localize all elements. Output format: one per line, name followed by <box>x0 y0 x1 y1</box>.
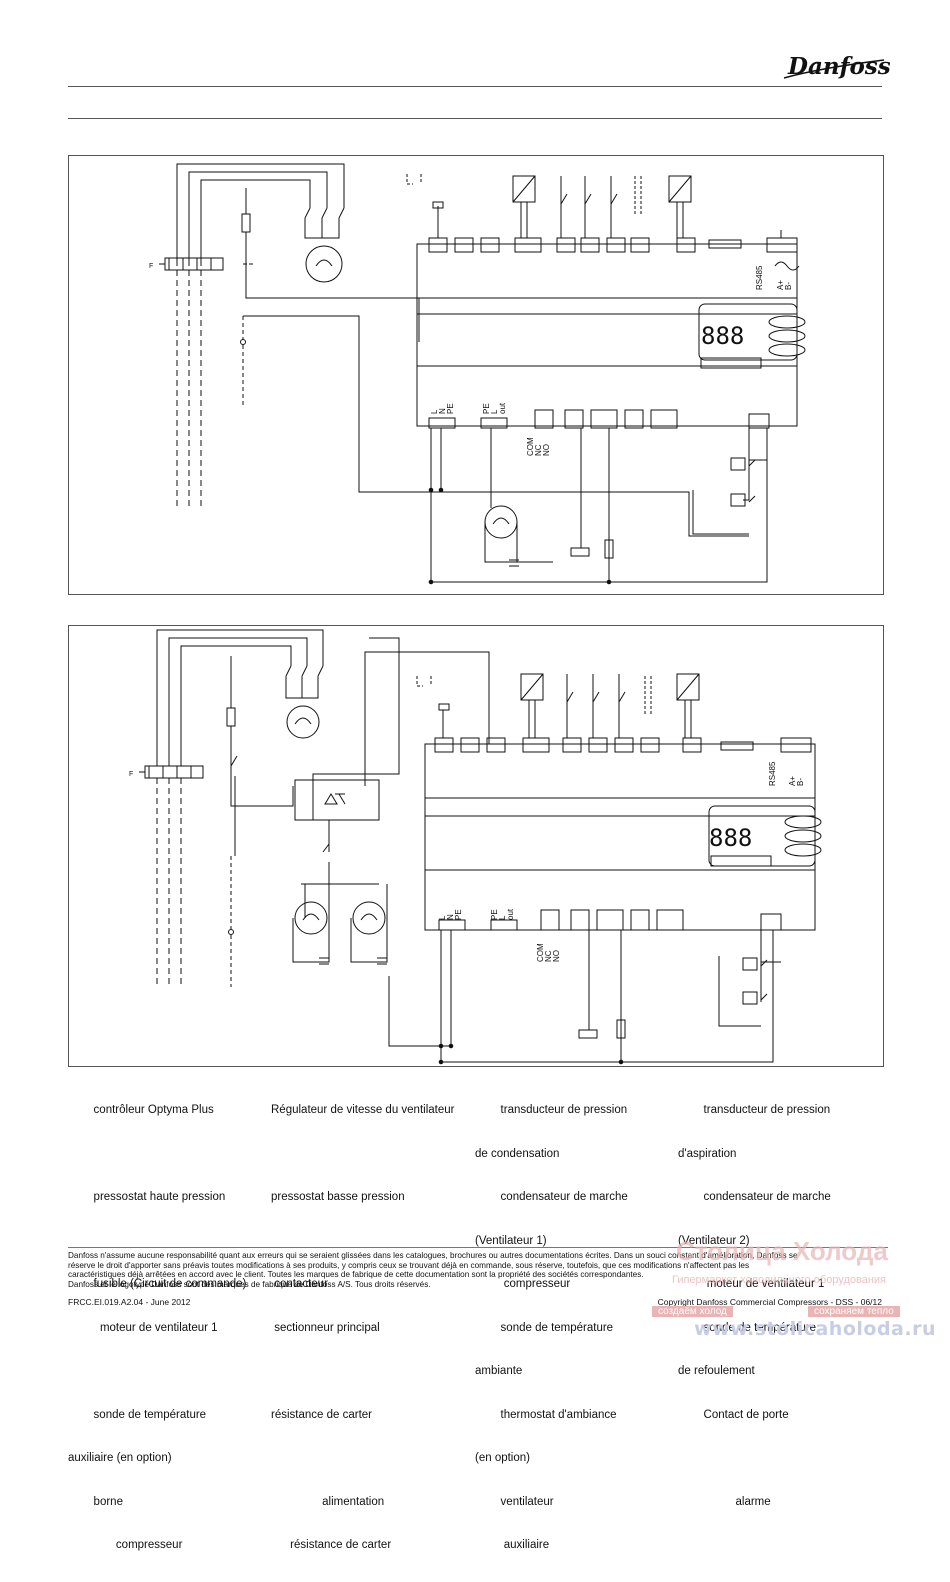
legend-item: (Ventilateur 2) <box>678 1234 750 1247</box>
no-label-1: NO <box>542 444 551 456</box>
rs485-label-2: RS485 <box>768 761 777 786</box>
nc-label-2: NC <box>544 950 553 962</box>
legend-item: ambiante <box>475 1365 523 1377</box>
legend-item <box>271 1451 454 1466</box>
out-label-1: out <box>498 402 507 414</box>
danfoss-logo: Danfoss <box>783 53 890 80</box>
legend-col-1: contrôleur Optyma Plus pressostat haute … <box>68 1074 246 1582</box>
watermark-slogan-right: сохраняем тепло <box>808 1306 900 1317</box>
legend-item: moteur de ventilateur 1 <box>68 1321 218 1334</box>
legend-item: d'aspiration <box>678 1147 737 1160</box>
watermark-tagline: Гипермаркет холодильного оборудования <box>672 1274 886 1286</box>
logo-text: Danfoss <box>787 53 890 80</box>
legend-item: Contact de porte <box>678 1408 789 1421</box>
a-plus-label-1: A+ <box>776 280 785 290</box>
svg-text:F: F <box>129 771 133 778</box>
legend-item: contacteur <box>271 1278 328 1290</box>
legend-item: de refoulement <box>678 1365 755 1377</box>
legend-item: sonde de température <box>68 1408 207 1421</box>
legend-item: résistance de carter <box>271 1539 392 1551</box>
diagram-1-svg: F 888 RS485 A+ B- L N PE PE L out COM NC… <box>149 163 806 585</box>
legend-item: condensateur de marche <box>678 1191 831 1203</box>
svg-text:888: 888 <box>701 322 744 350</box>
l-label-1: L <box>430 409 439 414</box>
legend-item: sonde de température <box>475 1321 614 1334</box>
legend-item <box>271 1364 454 1379</box>
legend-item <box>68 1147 246 1162</box>
legend-item <box>68 1364 246 1379</box>
legend-col-3: transducteur de pression de condensation… <box>475 1074 628 1582</box>
legend-item: auxiliaire (en option) <box>68 1452 172 1464</box>
legend-item: alimentation <box>271 1495 385 1508</box>
legend-item: condensateur de marche <box>475 1191 628 1203</box>
pe2-label-2: PE <box>490 909 499 920</box>
wiring-diagram-2: F 888 RS485 A+ B- L N PE PE L out <box>68 625 884 1067</box>
legend-item <box>678 1538 831 1553</box>
legend-item: borne <box>68 1495 123 1508</box>
legend-item: thermostat d'ambiance <box>475 1408 617 1421</box>
legend-item: moteur de ventilateur 1 <box>678 1278 825 1290</box>
b-minus-label-2: B- <box>796 778 805 786</box>
legend-item: sonde de température <box>678 1321 817 1334</box>
wiring-diagram-1: F 888 RS485 A+ B- L N PE PE L out COM NC… <box>68 155 884 595</box>
disclaimer-line: Danfoss et le logotype Danfoss sont des … <box>68 1279 431 1289</box>
copyright: Copyright Danfoss Commercial Compressors… <box>657 1297 882 1307</box>
l-label-2: L <box>438 915 447 920</box>
disclaimer-line: Danfoss n'assume aucune responsabilité q… <box>68 1251 798 1260</box>
legend-item: résistance de carter <box>271 1408 372 1421</box>
legend-item <box>678 1451 831 1466</box>
nc-label-1: NC <box>534 444 543 456</box>
disclaimer-line: caractéristiques déjà arrêtées en accord… <box>68 1270 644 1280</box>
out-label-2: out <box>506 908 515 920</box>
legend: contrôleur Optyma Plus pressostat haute … <box>68 1074 882 1551</box>
n-label-1: N <box>438 408 447 414</box>
pe2-label-1: PE <box>482 403 491 414</box>
legend-item <box>271 1147 454 1162</box>
legend-item: transducteur de pression <box>475 1104 628 1116</box>
a-plus-label-2: A+ <box>788 776 797 786</box>
disclaimer: Danfoss n'assume aucune responsabilité q… <box>68 1247 888 1289</box>
b-minus-label-1: B- <box>784 282 793 290</box>
watermark-brand: Столица Холода <box>676 1236 888 1266</box>
no-label-2: NO <box>552 950 561 962</box>
pe-label-1: PE <box>446 403 455 414</box>
legend-item: auxiliaire <box>475 1539 550 1551</box>
com-label-1: COM <box>526 437 535 456</box>
header-rule-top <box>68 86 882 87</box>
l2-label-1: L <box>490 409 499 414</box>
legend-item: sectionneur principal <box>271 1321 380 1334</box>
document-reference: FRCC.EI.019.A2.04 - June 2012 <box>68 1297 191 1307</box>
legend-col-2: Régulateur de vitesse du ventilateur pre… <box>271 1074 454 1582</box>
pe-label-2: PE <box>454 909 463 920</box>
header-rule-bottom <box>68 118 882 119</box>
svg-text:888: 888 <box>709 824 752 852</box>
legend-item: fusible (Circuit de commande) <box>68 1278 247 1290</box>
l2-label-2: L <box>498 915 507 920</box>
n-label-2: N <box>446 914 455 920</box>
rs485-label-1: RS485 <box>755 265 764 290</box>
diagram-2-svg: F 888 RS485 A+ B- L N PE PE L out <box>129 629 822 1065</box>
legend-item: transducteur de pression <box>678 1104 831 1116</box>
legend-item: compresseur <box>68 1539 183 1551</box>
legend-item <box>271 1234 454 1249</box>
svg-text:F: F <box>149 263 153 270</box>
legend-item <box>68 1234 246 1249</box>
watermark-url: www.stolicaholoda.ru <box>694 1318 936 1340</box>
legend-item: Régulateur de vitesse du ventilateur <box>271 1104 455 1116</box>
legend-item: (Ventilateur 1) <box>475 1234 547 1247</box>
legend-item: (en option) <box>475 1452 530 1464</box>
legend-item: pressostat haute pression <box>68 1191 226 1203</box>
legend-item: compresseur <box>475 1278 571 1290</box>
com-label-2: COM <box>536 943 545 962</box>
legend-item: alarme <box>678 1495 771 1508</box>
watermark-slogan-left: создаём холод <box>652 1306 733 1317</box>
legend-item: pressostat basse pression <box>271 1191 405 1203</box>
legend-item: ventilateur <box>475 1495 554 1508</box>
legend-item: contrôleur Optyma Plus <box>68 1104 214 1116</box>
legend-item: de condensation <box>475 1147 560 1160</box>
disclaimer-line: réserve le droit d'apporter sans préavis… <box>68 1260 750 1270</box>
